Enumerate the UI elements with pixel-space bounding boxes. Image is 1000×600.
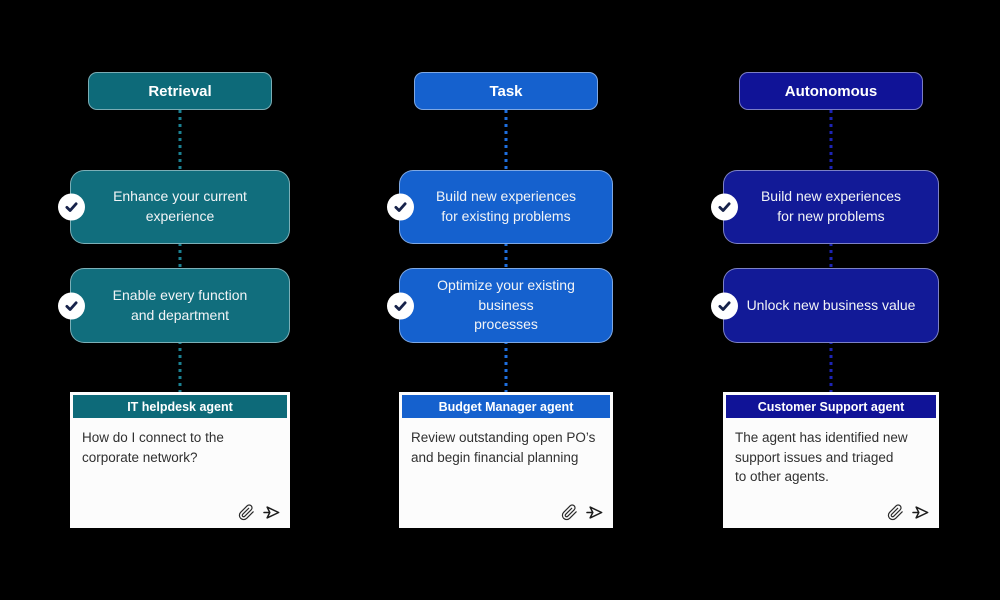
feature-card: Build new experiences for existing probl…	[387, 170, 613, 244]
feature-card: Enhance your current experience	[58, 170, 290, 244]
feature-text: Optimize your existing business processe…	[437, 277, 575, 333]
feature-text: Build new experiences for new problems	[760, 188, 902, 224]
feature-card: Optimize your existing business processe…	[387, 268, 613, 343]
send-icon[interactable]	[911, 503, 930, 522]
category-title: Retrieval	[148, 82, 212, 100]
check-icon	[711, 193, 738, 221]
send-icon[interactable]	[585, 503, 604, 522]
agent-name: Budget Manager agent	[438, 399, 574, 414]
agent-card: IT helpdesk agent How do I connect to th…	[70, 392, 290, 528]
column-task: Task Build new experiences for existing …	[387, 0, 613, 600]
category-header-autonomous: Autonomous	[739, 72, 923, 110]
agent-header: IT helpdesk agent	[73, 395, 287, 418]
category-title: Autonomous	[784, 82, 878, 100]
column-autonomous: Autonomous Build new experiences for new…	[711, 0, 939, 600]
feature-card: Enable every function and department	[58, 268, 290, 343]
paperclip-icon[interactable]	[887, 504, 904, 521]
feature-card: Build new experiences for new problems	[711, 170, 939, 244]
connector-line	[504, 110, 508, 392]
paperclip-icon[interactable]	[238, 504, 255, 521]
agent-header: Customer Support agent	[726, 395, 936, 418]
check-icon	[58, 193, 85, 221]
agent-card: Customer Support agent The agent has ide…	[723, 392, 939, 528]
agent-name: Customer Support agent	[757, 399, 905, 414]
agent-message: Review outstanding open PO’s and begin f…	[411, 430, 596, 465]
agent-message: How do I connect to the corporate networ…	[82, 430, 224, 465]
column-retrieval: Retrieval Enhance your current experienc…	[58, 0, 290, 600]
category-header-retrieval: Retrieval	[88, 72, 272, 110]
agent-input-actions	[238, 503, 281, 522]
category-title: Task	[489, 82, 523, 100]
agent-input-actions	[561, 503, 604, 522]
check-icon	[58, 292, 85, 319]
agent-message: The agent has identified new support iss…	[735, 430, 908, 485]
agent-card: Budget Manager agent Review outstanding …	[399, 392, 613, 528]
feature-text: Enhance your current experience	[113, 188, 247, 224]
check-icon	[387, 292, 414, 319]
agent-name: IT helpdesk agent	[127, 399, 233, 414]
connector-line	[178, 110, 182, 392]
category-header-task: Task	[414, 72, 598, 110]
send-icon[interactable]	[262, 503, 281, 522]
check-icon	[711, 292, 738, 319]
feature-card: Unlock new business value	[711, 268, 939, 343]
feature-text: Unlock new business value	[746, 296, 916, 313]
feature-text: Enable every function and department	[112, 286, 248, 323]
connector-line	[829, 110, 833, 392]
check-icon	[387, 193, 414, 221]
feature-text: Build new experiences for existing probl…	[435, 188, 577, 224]
paperclip-icon[interactable]	[561, 504, 578, 521]
agent-input-actions	[887, 503, 930, 522]
agent-header: Budget Manager agent	[402, 395, 610, 418]
